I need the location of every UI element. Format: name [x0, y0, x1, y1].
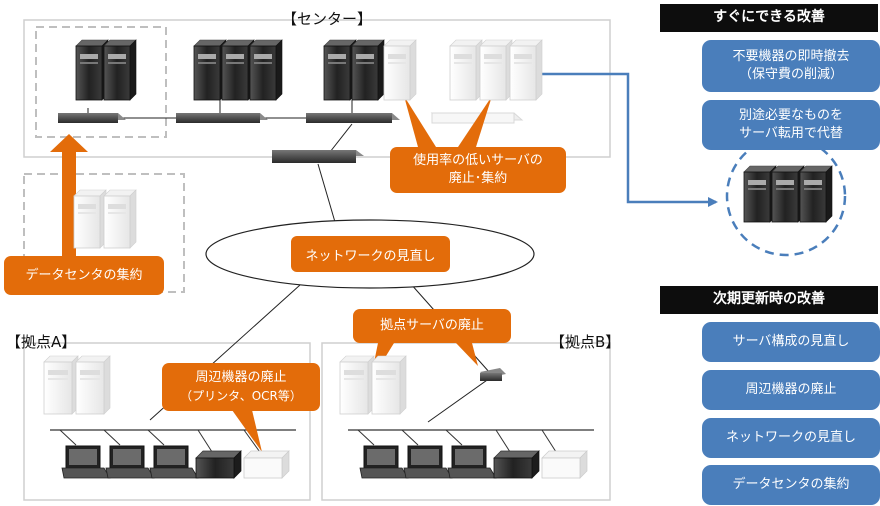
next-item-peripheral: 周辺機器の廃止 [702, 370, 880, 410]
immediate-item-2-line-1: 別途必要なものを [738, 108, 843, 123]
site-a-pc-3 [149, 445, 199, 479]
site-b-server-1 [339, 355, 375, 415]
center-server-3 [193, 39, 227, 101]
immediate-item-remove-unneeded: 不要機器の即時撤去 （保守費の削減） [702, 40, 880, 92]
next-item-network: ネットワークの見直し [702, 418, 880, 458]
server-consolidation-callout: 使用率の低いサーバの 廃止･集約 [390, 147, 566, 193]
center-server-1 [75, 39, 109, 101]
peripheral-abolish-line-1: 周辺機器の廃止 [195, 370, 287, 385]
site-a-pc-1 [61, 445, 111, 479]
network-review-text: ネットワークの見直し [305, 248, 436, 264]
site-b-pc-1 [359, 445, 409, 479]
site-b-switch-line [427, 377, 491, 423]
immediate-item-1-line-2: （保守費の削減） [738, 67, 843, 82]
next-item-datacenter: データセンタの集約 [702, 465, 880, 505]
immediate-item-server-reuse: 別途必要なものを サーバ転用で代替 [702, 100, 880, 150]
center-server-low-use-1 [383, 39, 417, 101]
reuse-server-2 [771, 165, 805, 223]
center-switch-right [306, 113, 400, 123]
server-consolidation-line-1: 使用率の低いサーバの [413, 153, 543, 168]
core-to-network-line [317, 163, 336, 223]
immediate-item-2-line-2: サーバ転用で代替 [739, 126, 843, 141]
server-consolidation-line-2: 廃止･集約 [448, 171, 508, 186]
center-switch-left [58, 113, 126, 123]
reuse-server-1 [743, 165, 777, 223]
server-callout-pointer-right [458, 96, 492, 147]
server-callout-pointer-left [404, 96, 436, 147]
site-b-pc-2 [403, 445, 453, 479]
center-to-core-line [329, 123, 353, 153]
network-review-label: ネットワークの見直し [291, 236, 450, 272]
site-a-server-1 [43, 355, 79, 415]
center-switch-middle [176, 113, 268, 123]
peripheral-abolish-callout: 周辺機器の廃止 （プリンタ、OCR等） [162, 363, 320, 411]
site-a-zone-label: 【拠点A】 [6, 333, 77, 351]
datacenter-server-1 [73, 189, 107, 249]
site-a-lan-drop-1 [59, 429, 77, 446]
site-b-peripheral-white [541, 450, 588, 479]
center-server-7 [351, 39, 385, 101]
site-b-peripheral-dark [493, 450, 540, 479]
center-server-2 [103, 39, 137, 101]
datacenter-consolidation-text: データセンタの集約 [25, 267, 143, 283]
next-update-improvements-header: 次期更新時の改善 [660, 286, 878, 314]
center-server-5 [249, 39, 283, 101]
site-a-lan-drop-2 [103, 429, 121, 446]
center-server-low-use-3 [479, 39, 513, 101]
site-b-lan-drop-1 [357, 429, 375, 446]
datacenter-server-2 [103, 189, 137, 249]
site-b-lan-drop-2 [401, 429, 419, 446]
site-b-switch [480, 368, 506, 381]
site-b-zone-label: 【拠点B】 [550, 333, 621, 351]
reuse-arrow [538, 72, 718, 207]
peripheral-abolish-line-2: （プリンタ、OCR等） [180, 389, 302, 403]
site-a-peripheral-white [243, 450, 290, 479]
peripheral-callout-pointer [232, 410, 262, 452]
datacenter-consolidation-callout: データセンタの集約 [4, 256, 164, 295]
site-callout-pointer-right [456, 343, 478, 366]
datacenter-up-arrow [50, 134, 88, 262]
site-a-pc-2 [105, 445, 155, 479]
center-server-4 [221, 39, 255, 101]
site-a-peripheral-dark [195, 450, 242, 479]
site-b-server-2 [371, 355, 407, 415]
site-a-frame [23, 342, 311, 501]
immediate-item-1-line-1: 不要機器の即時撤去 [732, 49, 850, 64]
center-server-low-use-2 [449, 39, 483, 101]
center-server-6 [323, 39, 357, 101]
site-server-abolish-callout: 拠点サーバの廃止 [353, 309, 511, 343]
site-b-pc-3 [447, 445, 497, 479]
site-server-abolish-text: 拠点サーバの廃止 [380, 318, 484, 333]
removed-switch-ghost [430, 112, 524, 124]
immediate-improvements-header: すぐにできる改善 [660, 4, 878, 32]
core-switch [272, 150, 364, 163]
center-left-dashed-frame [35, 26, 167, 138]
reuse-server-3 [799, 165, 833, 223]
site-a-server-2 [75, 355, 111, 415]
site-b-lan-drop-3 [445, 429, 463, 446]
site-a-lan-drop-3 [147, 429, 165, 446]
center-server-low-use-4 [509, 39, 543, 101]
next-item-server-config: サーバ構成の見直し [702, 322, 880, 362]
center-zone-label: 【センター】 [282, 10, 373, 28]
